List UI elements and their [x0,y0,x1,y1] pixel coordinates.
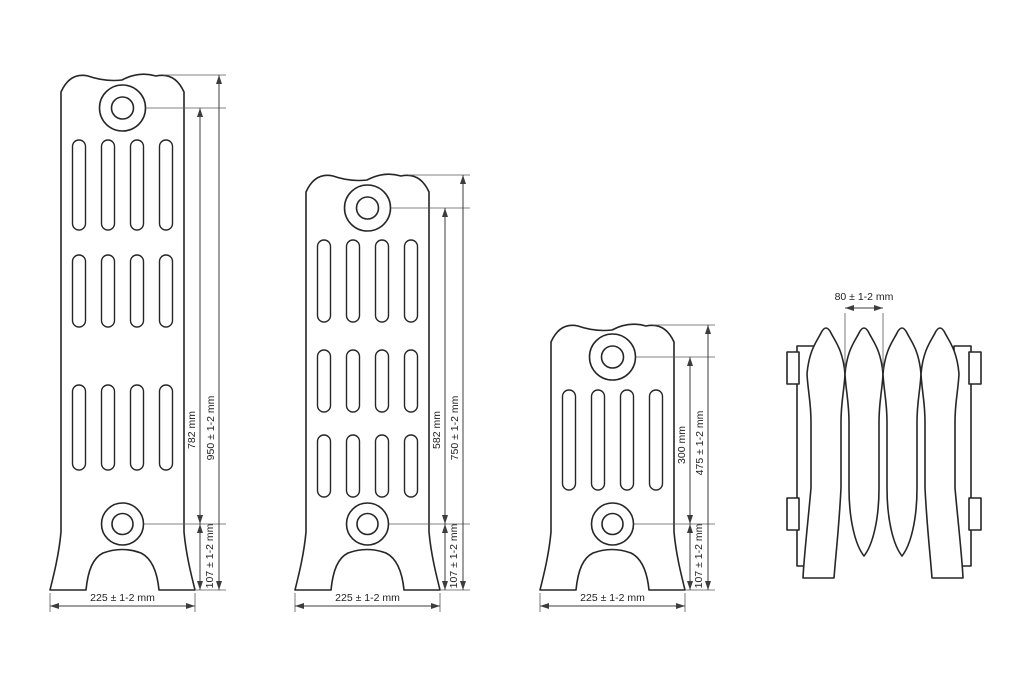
dim-label-overall-height: 750 ± 1-2 mm [449,395,461,460]
dimension-arrow [874,305,883,311]
side-fin [920,327,964,579]
dimension-arrow [687,357,693,366]
dimension-arrow [216,581,222,590]
top-pipe-hub-inner [355,196,380,220]
dimension-arrow [460,175,466,184]
dim-label-foot-height: 107 ± 1-2 mm [448,523,460,588]
column-slot [374,349,390,413]
dimension-arrow [216,75,222,84]
dim-label-axis-distance: 300 mm [676,426,688,464]
column-slot [345,349,361,413]
dimension-arrow [845,305,854,311]
column-slot [158,139,174,231]
radiator-side-view: 80 ± 1-2 mm [786,291,982,579]
top-pipe-hub-inner [110,96,135,120]
right-bottom-tab [968,497,982,531]
column-slot [158,384,174,471]
radiator-outline [294,173,441,591]
dim-label-width: 225 ± 1-2 mm [90,592,155,604]
column-slot [71,384,87,471]
dimension-arrow [442,208,448,217]
dimension-arrow [540,603,549,609]
dim-label-axis-distance: 582 mm [431,411,443,449]
dimension-arrow [705,325,711,334]
dimension-arrow [197,515,203,524]
dimension-arrow [295,603,304,609]
column-slot [100,384,116,471]
column-slot [316,434,332,498]
dimension-arrow [687,524,693,533]
dim-label-width: 225 ± 1-2 mm [580,592,645,604]
column-slot [590,389,606,491]
side-fin [882,327,922,557]
column-slot [129,254,145,328]
left-top-tab [786,351,800,385]
radiator-outline [49,73,196,591]
dimension-arrow [442,515,448,524]
left-bottom-tab [786,497,800,531]
radiator-750-front-view: 582 mm 107 ± 1-2 mm 750 ± 1-2 mm 225 ± 1-2 … [294,173,470,612]
radiator-950-front-view: 782 mm 107 ± 1-2 mm 950 ± 1-2 mm 225 ± 1-2 … [49,73,226,612]
top-pipe-hub-inner [600,345,625,369]
column-slot [374,434,390,498]
column-slot [648,389,664,491]
bottom-pipe-hub-inner [601,512,624,536]
column-slot [403,239,419,323]
dimension-arrow [442,524,448,533]
bottom-pipe-hub-inner [111,512,134,536]
column-slot [316,239,332,323]
column-slot [71,139,87,231]
dimension-arrow [687,581,693,590]
dimension-arrow [705,581,711,590]
column-slot [100,254,116,328]
right-top-tab [968,351,982,385]
dim-label-foot-height: 107 ± 1-2 mm [204,523,216,588]
dimension-arrow [431,603,440,609]
dimension-arrow [50,603,59,609]
dimension-arrow [676,603,685,609]
radiator-outline [539,323,686,591]
column-slot [129,139,145,231]
dim-label-overall-height: 475 ± 1-2 mm [694,410,706,475]
dim-label-foot-height: 107 ± 1-2 mm [693,523,705,588]
dim-label-overall-height: 950 ± 1-2 mm [205,395,217,460]
side-fin [844,327,884,557]
dimension-arrow [197,108,203,117]
column-slot [403,434,419,498]
column-slot [374,239,390,323]
dim-label-depth: 80 ± 1-2 mm [835,291,894,303]
column-slot [345,434,361,498]
column-slot [561,389,577,491]
column-slot [100,139,116,231]
column-slot [71,254,87,328]
column-slot [316,349,332,413]
dim-label-axis-distance: 782 mm [186,411,198,449]
dimension-arrow [197,581,203,590]
dimension-arrow [460,581,466,590]
dim-label-width: 225 ± 1-2 mm [335,592,400,604]
column-slot [129,384,145,471]
column-slot [619,389,635,491]
dimension-arrow [186,603,195,609]
bottom-pipe-hub-inner [356,512,379,536]
side-fin [802,327,846,579]
column-slot [403,349,419,413]
dimension-arrow [442,581,448,590]
dimension-arrow [687,515,693,524]
column-slot [345,239,361,323]
dimension-arrow [197,524,203,533]
column-slot [158,254,174,328]
radiator-475-front-view: 300 mm 107 ± 1-2 mm 475 ± 1-2 mm 225 ± 1-2 … [539,323,715,612]
